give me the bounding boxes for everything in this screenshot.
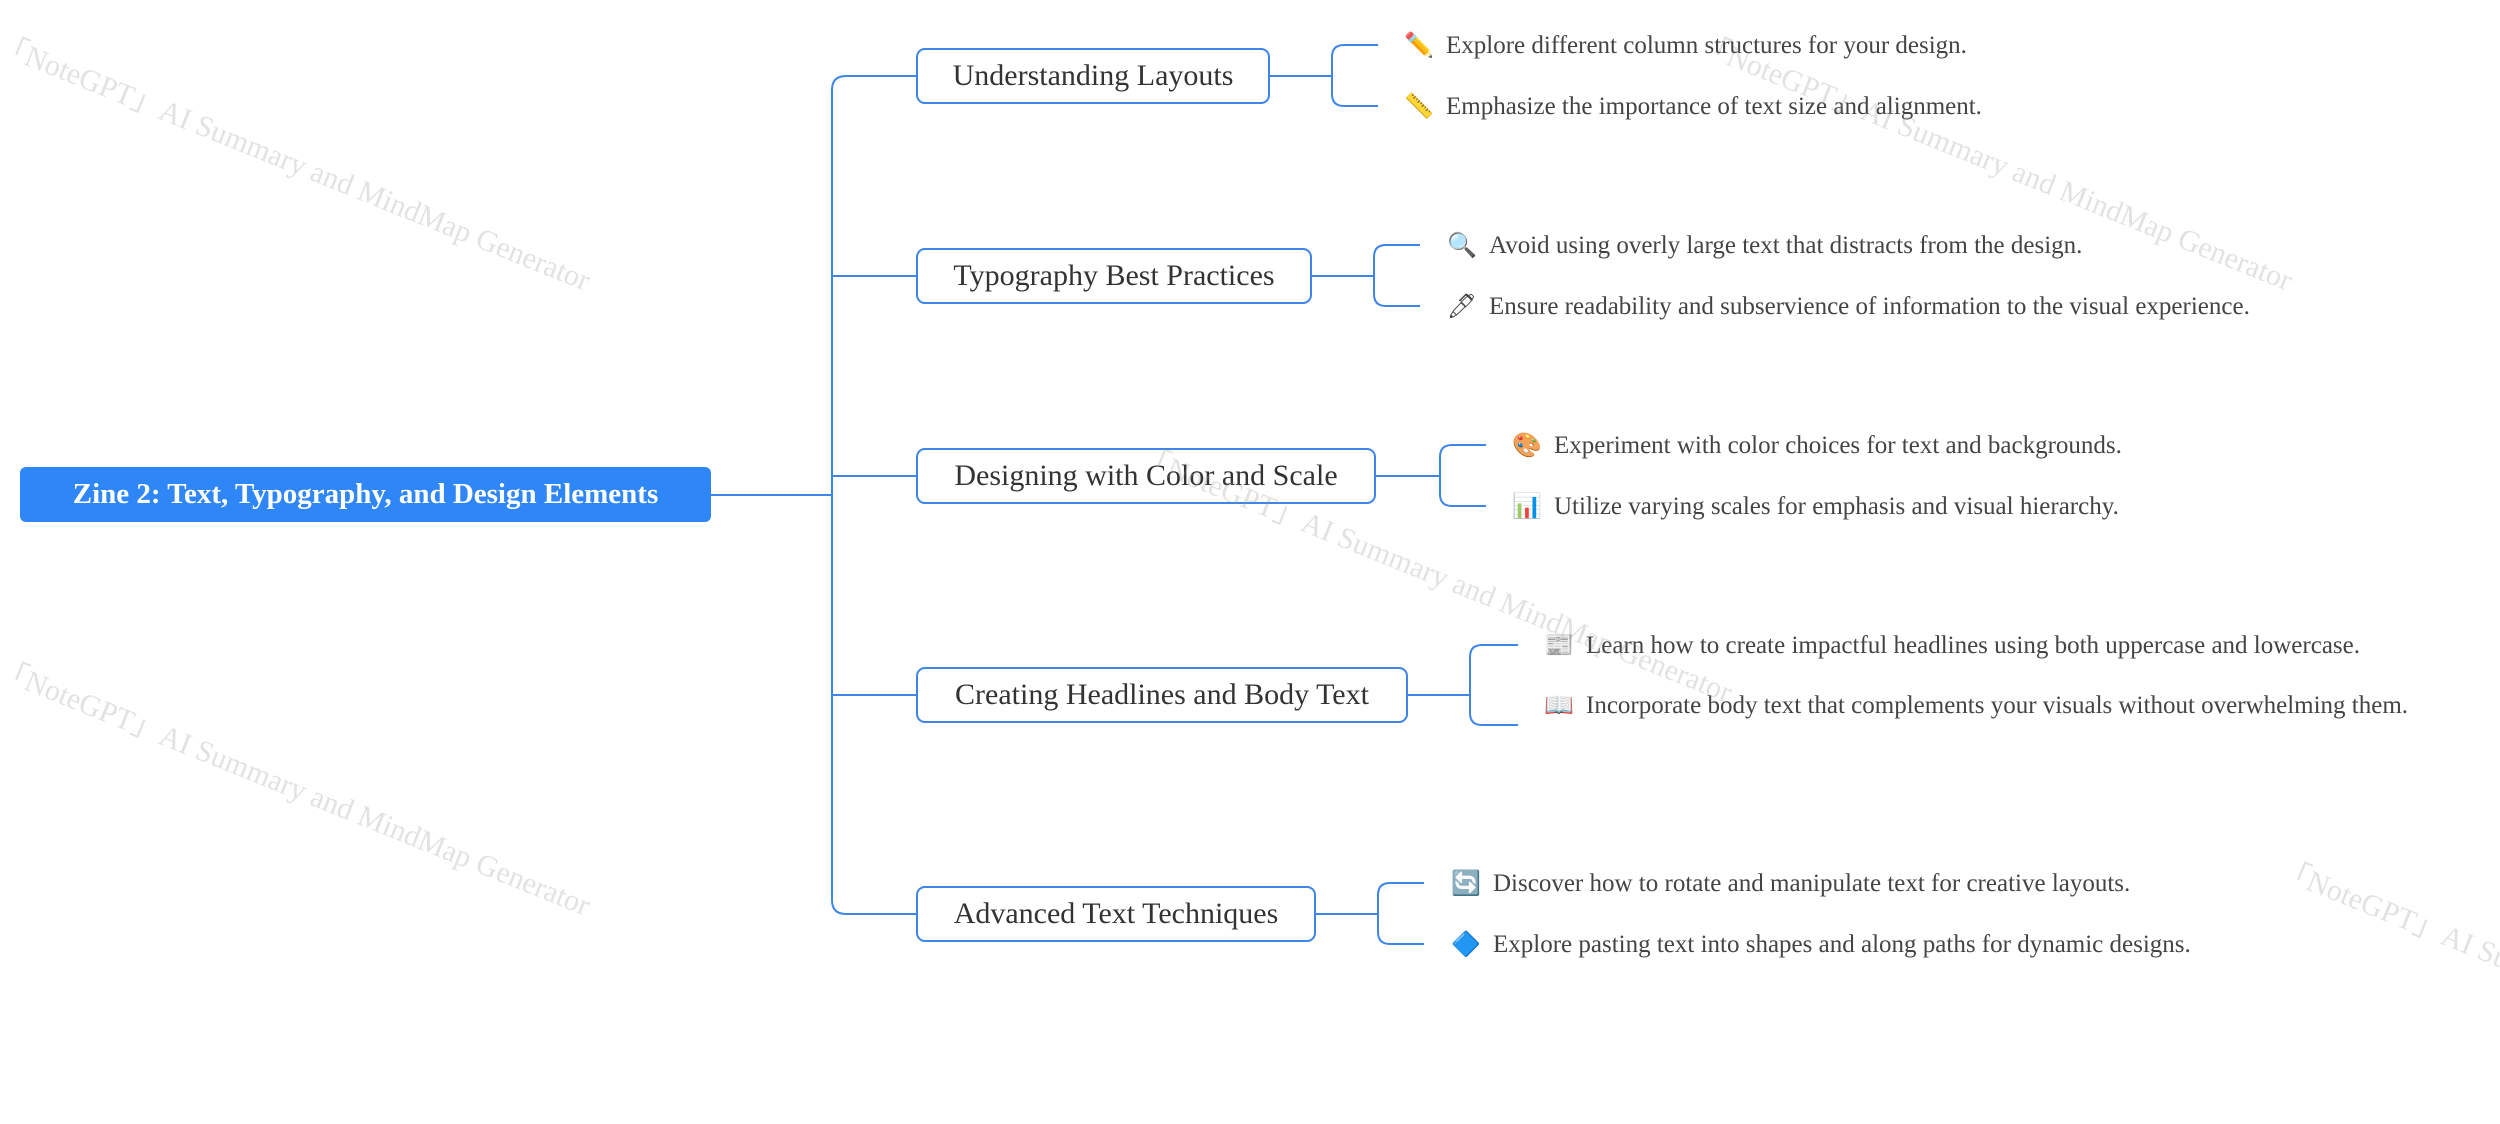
topic-understanding-layouts[interactable]: Understanding Layouts bbox=[916, 48, 1270, 104]
topic-designing-color-scale[interactable]: Designing with Color and Scale bbox=[916, 448, 1376, 504]
watermark: 「NoteGPT」AI Summary and MindMap Generato… bbox=[0, 28, 595, 298]
palette-icon: 🎨 bbox=[1512, 431, 1542, 459]
root-topic[interactable]: Zine 2: Text, Typography, and Design Ele… bbox=[20, 467, 711, 522]
leaf-text: Discover how to rotate and manipulate te… bbox=[1493, 870, 2131, 897]
leaf-text-paths: 🔷 Explore pasting text into shapes and al… bbox=[1450, 924, 2191, 965]
leaf-color-choices: 🎨 Experiment with color choices for text … bbox=[1511, 425, 2122, 466]
leaf-impactful-headlines: 📰 Learn how to create impactful headlines… bbox=[1543, 625, 2360, 666]
leaf-fork-2 bbox=[1373, 244, 1420, 307]
leaf-varying-scales: 📊 Utilize varying scales for emphasis and… bbox=[1511, 486, 2119, 527]
leaf-text: Explore different column structures for … bbox=[1446, 32, 1967, 59]
leaf-text: Explore pasting text into shapes and alo… bbox=[1493, 931, 2191, 958]
leaf-text: Learn how to create impactful headlines … bbox=[1586, 632, 2360, 659]
mind-map: Zine 2: Text, Typography, and Design Ele… bbox=[0, 25, 2500, 1122]
topic-typography-best-practices[interactable]: Typography Best Practices bbox=[916, 248, 1312, 304]
rotate-arrows-icon: 🔄 bbox=[1451, 869, 1481, 897]
leaf-fork-5 bbox=[1377, 882, 1424, 945]
open-book-icon: 📖 bbox=[1544, 691, 1574, 719]
leaf-text: Utilize varying scales for emphasis and … bbox=[1554, 493, 2119, 520]
blue-diamond-icon: 🔷 bbox=[1451, 930, 1481, 958]
pen-icon: 🖊 bbox=[1446, 292, 1478, 320]
leaf-text-size-alignment: 📏 Emphasize the importance of text size a… bbox=[1403, 86, 1982, 127]
leaf-text: Avoid using overly large text that distr… bbox=[1489, 232, 2083, 259]
pencil-icon: ✏️ bbox=[1404, 31, 1434, 59]
leaf-fork-1 bbox=[1331, 44, 1378, 107]
connector-lines bbox=[711, 44, 1518, 945]
leaf-fork-3 bbox=[1439, 444, 1486, 507]
magnifier-icon: 🔍 bbox=[1447, 231, 1477, 259]
leaf-avoid-large-text: 🔍 Avoid using overly large text that dist… bbox=[1446, 225, 2082, 266]
topic-headlines-body-text[interactable]: Creating Headlines and Body Text bbox=[916, 667, 1408, 723]
leaf-column-structures: ✏️ Explore different column structures fo… bbox=[1403, 25, 1967, 66]
leaf-text: Emphasize the importance of text size an… bbox=[1446, 93, 1982, 120]
topic-advanced-text-techniques[interactable]: Advanced Text Techniques bbox=[916, 886, 1316, 942]
leaf-text: Experiment with color choices for text a… bbox=[1554, 432, 2122, 459]
leaf-body-text: 📖 Incorporate body text that complements … bbox=[1543, 685, 2478, 726]
leaf-text: Incorporate body text that complements y… bbox=[1586, 692, 2409, 719]
watermark: 「NoteGPT」AI Summary and MindMap Generato… bbox=[2274, 853, 2500, 1122]
ruler-icon: 📏 bbox=[1404, 92, 1434, 120]
trunk-connector bbox=[831, 75, 916, 915]
newspaper-icon: 📰 bbox=[1544, 631, 1574, 659]
bar-chart-icon: 📊 bbox=[1512, 492, 1542, 520]
leaf-fork-4 bbox=[1469, 644, 1518, 726]
watermark: 「NoteGPT」AI Summary and MindMap Generato… bbox=[0, 653, 595, 923]
leaf-text: Ensure readability and subservience of i… bbox=[1489, 293, 2250, 320]
leaf-rotate-text: 🔄 Discover how to rotate and manipulate t… bbox=[1450, 863, 2130, 904]
leaf-readability: 🖊 Ensure readability and subservience of … bbox=[1446, 286, 2250, 327]
